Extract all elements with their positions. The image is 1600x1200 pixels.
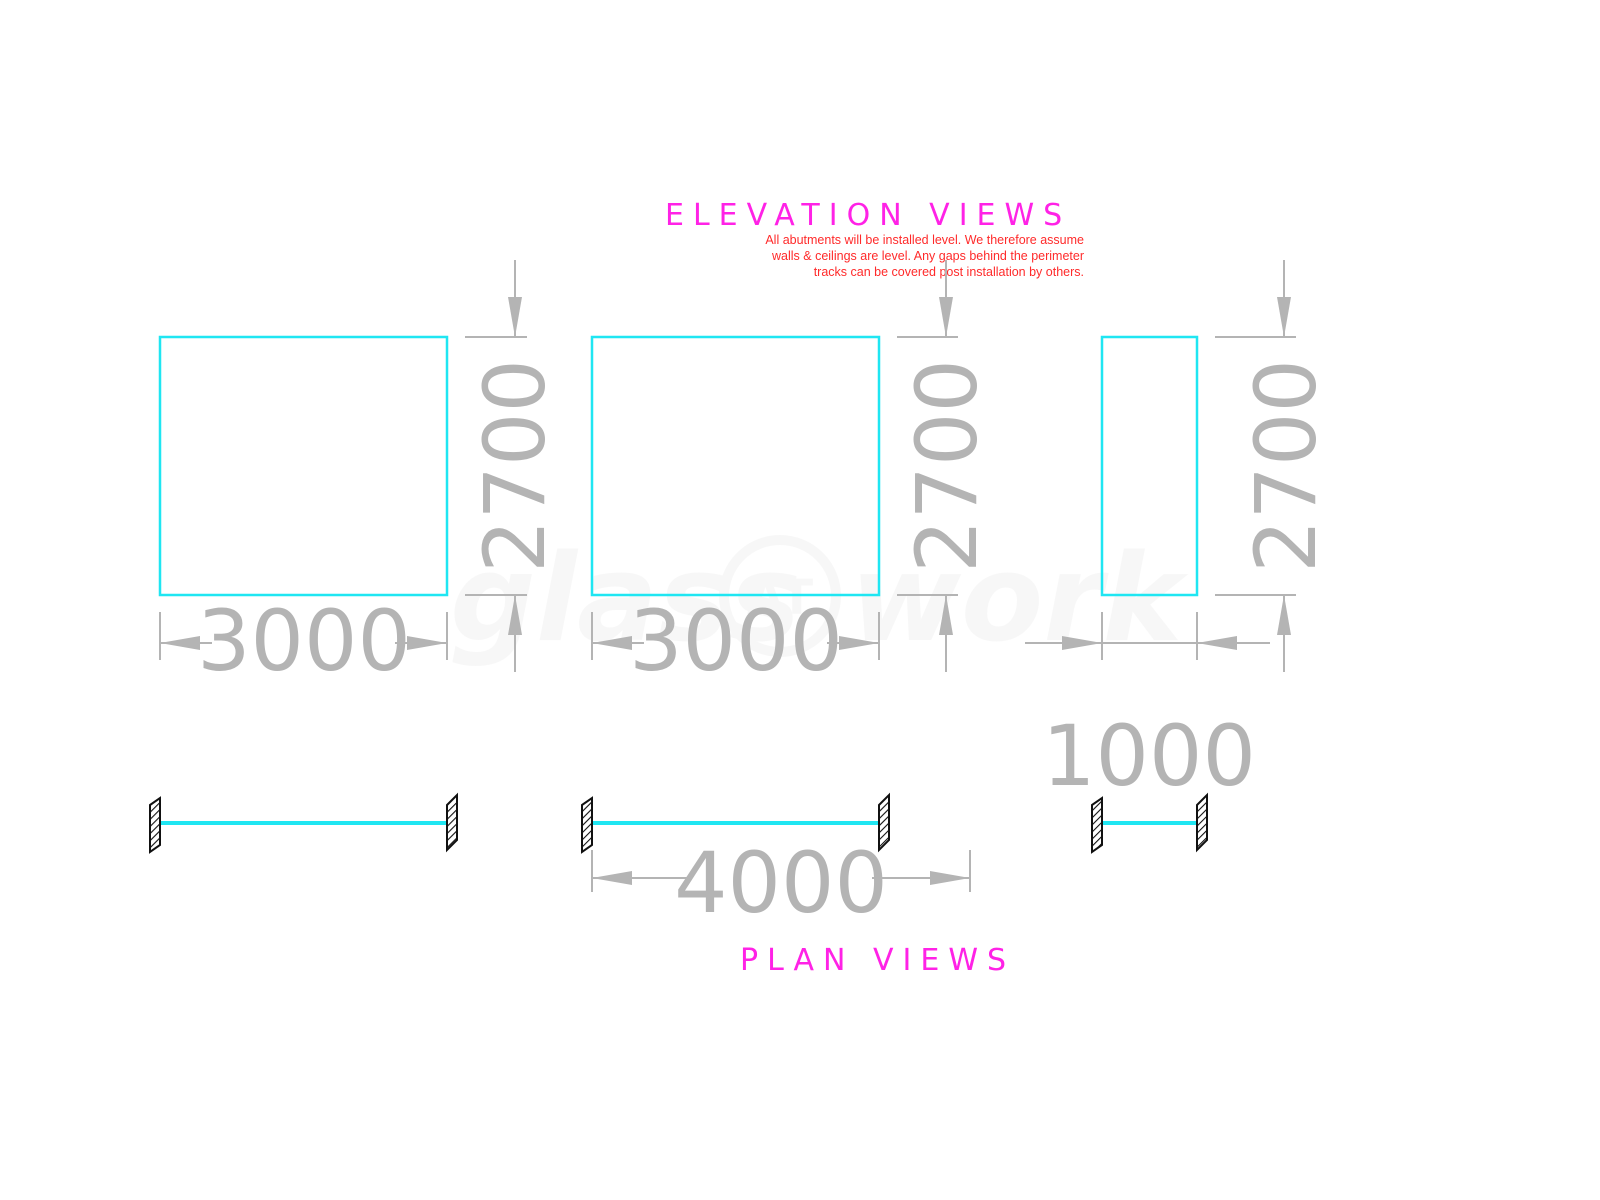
panel-1-height-label: 2700 [466,359,564,573]
hatched-wall-end-icon [581,796,593,854]
elevation-width-dimensions [159,612,1270,660]
note-line-3: tracks can be covered post installation … [814,265,1084,279]
elevation-panels [158,335,1199,597]
elevation-panel-1 [158,335,449,597]
elevation-panel-3 [1100,335,1199,597]
dim-h3-arrow-top [1277,297,1291,337]
dim-h3-arrow-bottom [1277,595,1291,635]
panel-2-height-label: 2700 [898,359,996,573]
panel-1-width-label: 3000 [197,592,411,690]
note-line-2: walls & ceilings are level. Any gaps beh… [771,249,1084,263]
dim-h1-arrow-top [508,297,522,337]
hatched-wall-end-icon [878,792,890,853]
elevation-height-dimensions [465,260,1296,672]
dim-w2-arrow-left [592,636,632,650]
plan-dim-arrow-left [592,871,632,885]
plan-span-dimension [591,850,971,892]
elevation-views-title: ELEVATION VIEWS [665,198,1071,233]
dim-h2-arrow-bottom [939,595,953,635]
watermark: glass AT work [450,530,1188,669]
watermark-middle: AT [747,570,813,626]
dim-w3-arrow-right [1197,636,1237,650]
panel-3-width-label: 1000 [1042,707,1256,805]
plan-views-title: PLAN VIEWS [740,943,1015,978]
plan-dim-arrow-right [930,871,970,885]
panel-2-width-label: 3000 [629,592,843,690]
hatched-wall-end-icon [1196,792,1208,853]
plan-span-2-label: 4000 [674,834,888,932]
dim-w1-arrow-left [160,636,200,650]
hatched-wall-end-icon [446,792,458,853]
plan-wall-ends [149,792,1208,854]
dim-w3-arrow-left [1062,636,1102,650]
hatched-wall-end-icon [149,796,161,854]
note-line-1: All abutments will be installed level. W… [765,233,1084,247]
panel-3-height-label: 2700 [1237,359,1335,573]
hatched-wall-end-icon [1091,796,1103,854]
dim-w2-arrow-right [839,636,879,650]
dim-w1-arrow-right [407,636,447,650]
watermark-right: work [850,530,1188,669]
elevation-panel-2 [590,335,881,597]
dim-h1-arrow-bottom [508,595,522,635]
installation-note: All abutments will be installed level. W… [765,233,1084,279]
dim-h2-arrow-top [939,297,953,337]
